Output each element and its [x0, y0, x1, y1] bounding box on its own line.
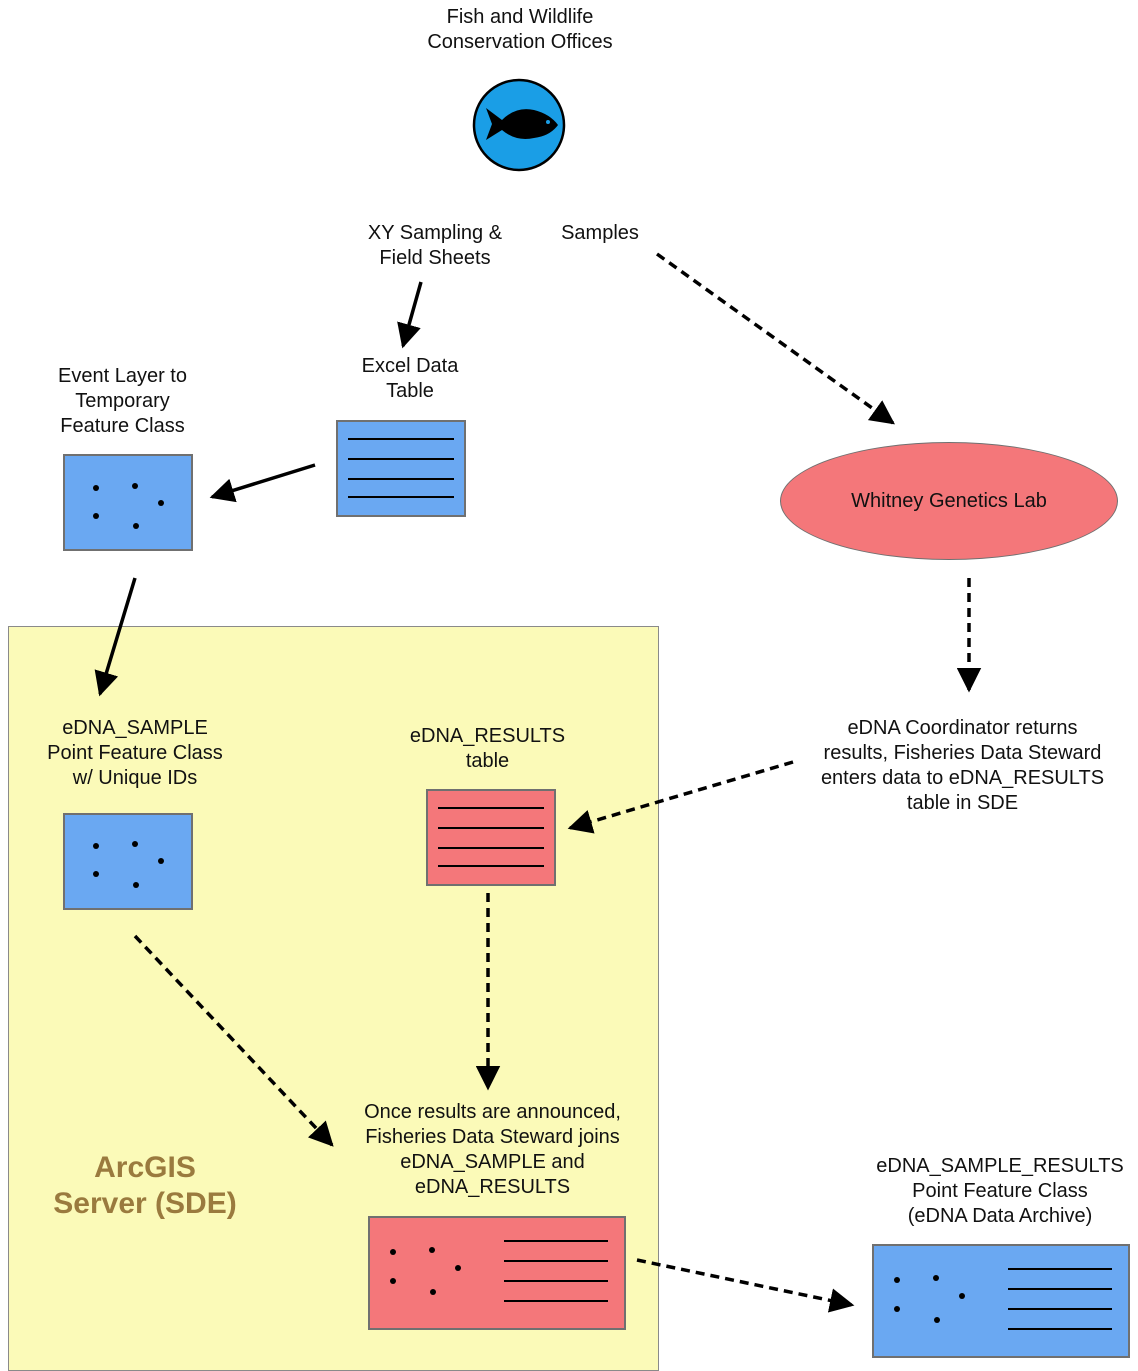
table-line [504, 1260, 608, 1262]
point-dot [93, 871, 99, 877]
table-line [1008, 1268, 1112, 1270]
joined-sample-results-box [368, 1216, 626, 1330]
table-line [1008, 1308, 1112, 1310]
point-dot [894, 1277, 900, 1283]
arrow-coordinator-to-results [567, 760, 794, 834]
arcgis-server-label: ArcGIS Server (SDE) [53, 1151, 237, 1220]
whitney-genetics-lab-node: Whitney Genetics Lab [780, 442, 1118, 560]
whitney-genetics-lab-label: Whitney Genetics Lab [851, 489, 1047, 512]
point-dot [933, 1275, 939, 1281]
point-dot [390, 1278, 396, 1284]
point-dot [894, 1306, 900, 1312]
point-dot [158, 858, 164, 864]
point-dot [934, 1317, 940, 1323]
event-layer-label: Event Layer to Temporary Feature Class [58, 365, 187, 437]
arrow-samples-to-lab [655, 252, 895, 425]
table-line [504, 1240, 608, 1242]
conservation-offices-label: Fish and Wildlife Conservation Offices [427, 6, 613, 53]
arrow-event-layer-to-edna-sample [94, 577, 137, 697]
table-line [348, 438, 454, 440]
arrow-field-sheets-to-excel [397, 281, 423, 349]
table-line [1008, 1288, 1112, 1290]
archive-label: eDNA_SAMPLE_RESULTS Point Feature Class … [876, 1155, 1124, 1227]
table-line [504, 1300, 608, 1302]
point-dot [132, 483, 138, 489]
samples-label: Samples [561, 222, 639, 244]
edna-archive-box [872, 1244, 1130, 1358]
xy-sampling-label: XY Sampling & Field Sheets [367, 222, 503, 269]
fish-icon [472, 78, 566, 172]
temporary-feature-class-box [63, 454, 193, 551]
point-dot [93, 485, 99, 491]
edna-sample-label: eDNA_SAMPLE Point Feature Class w/ Uniqu… [47, 717, 223, 789]
point-dot [93, 843, 99, 849]
edna-results-box [426, 789, 556, 886]
point-dot [133, 523, 139, 529]
point-dot [133, 882, 139, 888]
excel-table-label: Excel Data Table [361, 355, 459, 402]
table-line [348, 496, 454, 498]
point-dot [455, 1265, 461, 1271]
table-line [348, 458, 454, 460]
arrow-excel-to-event-layer [209, 463, 316, 503]
point-dot [959, 1293, 965, 1299]
table-line [504, 1280, 608, 1282]
table-line [438, 847, 544, 849]
table-line [1008, 1328, 1112, 1330]
table-line [438, 807, 544, 809]
excel-table-box [336, 420, 466, 517]
point-dot [430, 1289, 436, 1295]
coordinator-label: eDNA Coordinator returns results, Fisher… [820, 717, 1105, 814]
point-dot [429, 1247, 435, 1253]
table-line [348, 478, 454, 480]
edna-results-label: eDNA_RESULTS table [409, 725, 566, 772]
edna-sample-box [63, 813, 193, 910]
table-line [438, 827, 544, 829]
point-dot [390, 1249, 396, 1255]
point-dot [93, 513, 99, 519]
point-dot [158, 500, 164, 506]
point-dot [132, 841, 138, 847]
join-label: Once results are announced, Fisheries Da… [364, 1101, 621, 1198]
arrow-join-to-archive [636, 1258, 855, 1313]
table-line [438, 865, 544, 867]
arrow-sample-to-join [133, 934, 334, 1147]
